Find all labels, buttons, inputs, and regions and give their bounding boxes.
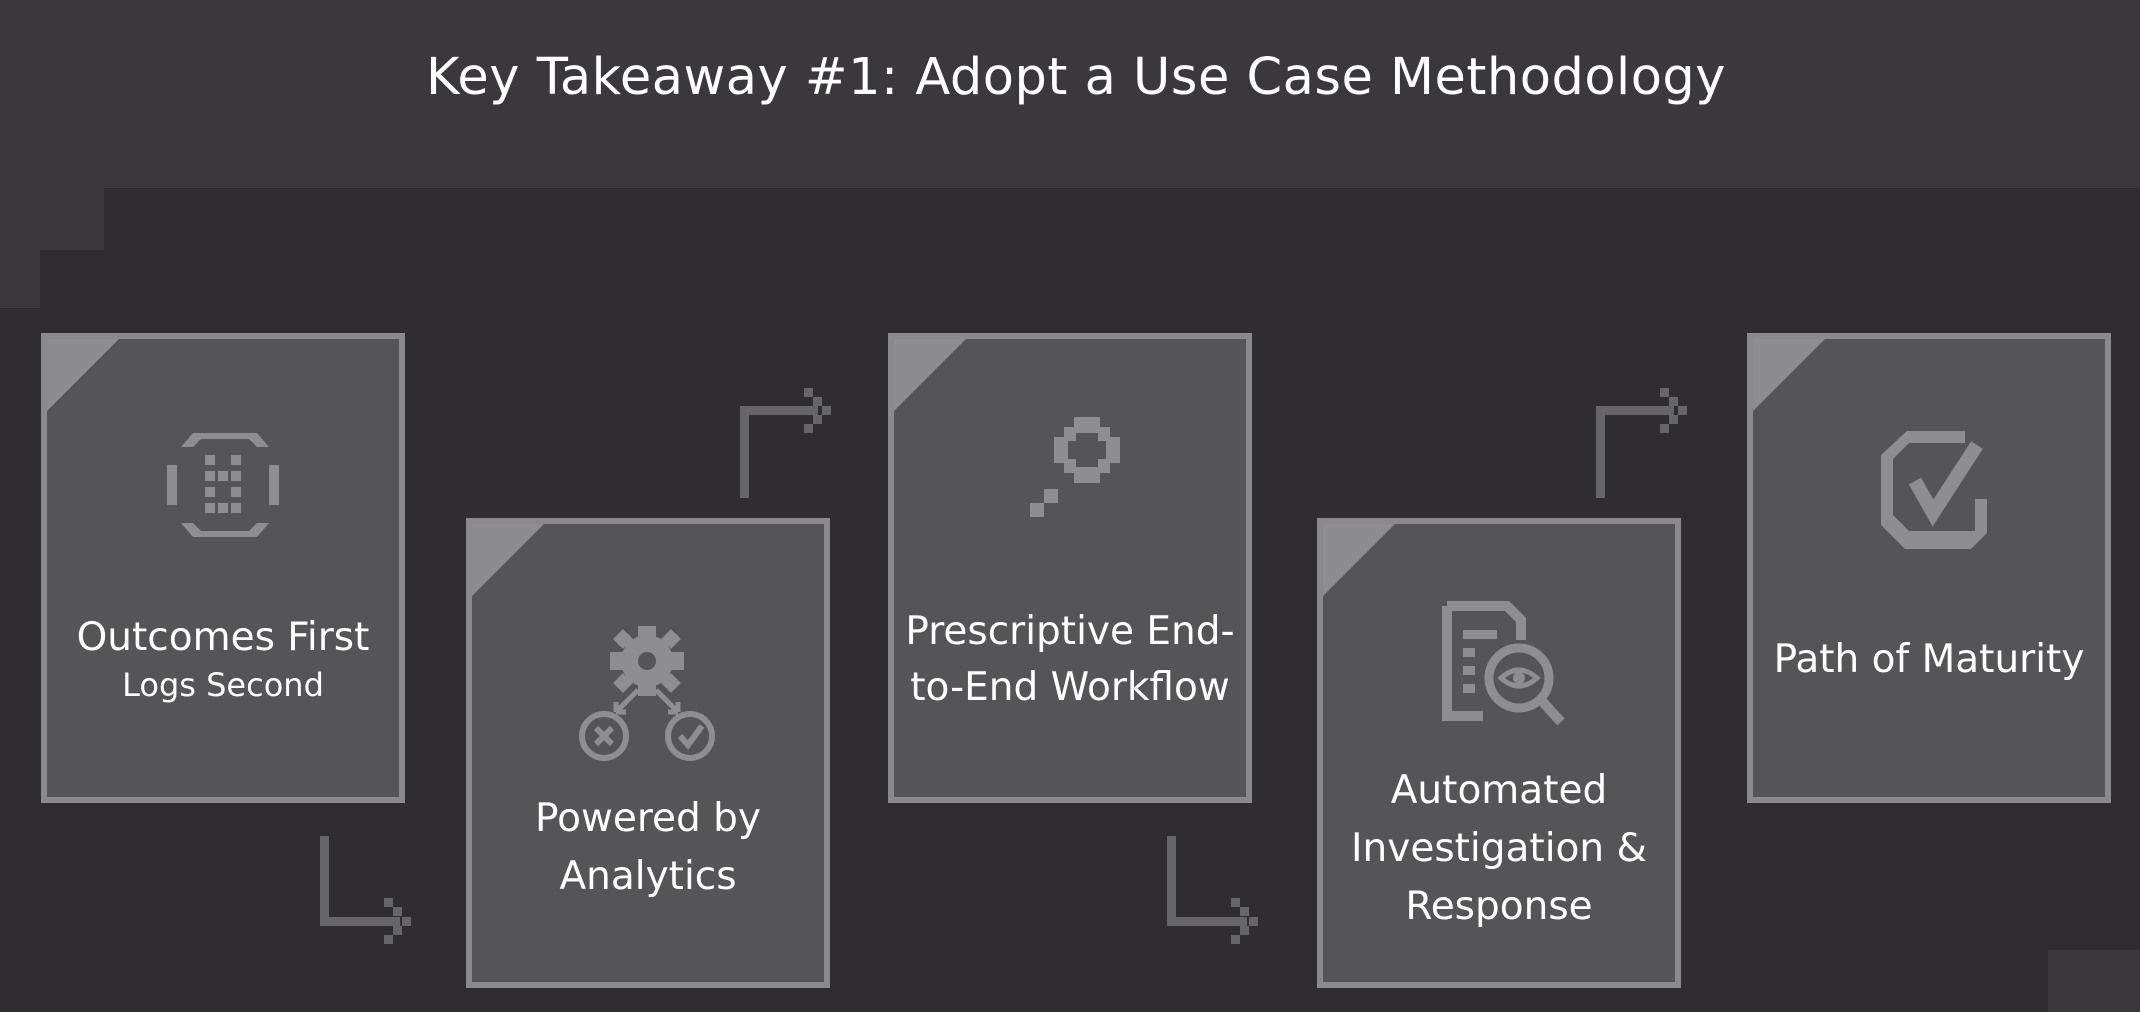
card-powered-by-analytics: Powered by Analytics — [466, 518, 830, 988]
card-title: Path of Maturity — [1773, 637, 2085, 682]
background-corner-tile — [2048, 950, 2140, 1012]
card-subtitle: Logs Second — [122, 666, 324, 704]
card-title-line-1: Prescriptive End- — [905, 609, 1235, 654]
card-title: Outcomes First — [76, 615, 370, 660]
card-prescriptive-workflow: Prescriptive End- to-End Workflow — [888, 333, 1252, 803]
checkbox-check-icon — [1881, 431, 1987, 549]
header-band — [0, 0, 2140, 188]
background-step-1 — [0, 188, 104, 250]
card-title-line-1: Powered by — [534, 796, 762, 841]
document-inspect-icon — [1442, 601, 1565, 726]
card-automated-investigation: Automated Investigation & Response — [1317, 518, 1681, 988]
card-path-of-maturity: Path of Maturity — [1747, 333, 2111, 803]
card-title-line-2: to-End Workflow — [910, 665, 1230, 710]
page-title: Key Takeaway #1: Adopt a Use Case Method… — [426, 48, 1726, 107]
card-title-line-3: Response — [1405, 884, 1593, 929]
arrow-connector-4 — [1596, 388, 1687, 498]
arrow-connector-3 — [1167, 836, 1258, 944]
arrow-connector-2 — [740, 388, 831, 498]
card-title-line-2: Analytics — [559, 854, 737, 899]
card-outcomes-first: Outcomes First Logs Second — [41, 333, 405, 803]
card-title-line-1: Automated — [1390, 768, 1608, 813]
gear-decision-icon — [579, 626, 715, 761]
background-step-2 — [0, 250, 40, 308]
processor-chip-icon — [167, 433, 279, 537]
arrow-connector-1 — [320, 836, 411, 944]
card-title-line-2: Investigation & — [1351, 826, 1647, 871]
search-icon — [1030, 417, 1120, 517]
